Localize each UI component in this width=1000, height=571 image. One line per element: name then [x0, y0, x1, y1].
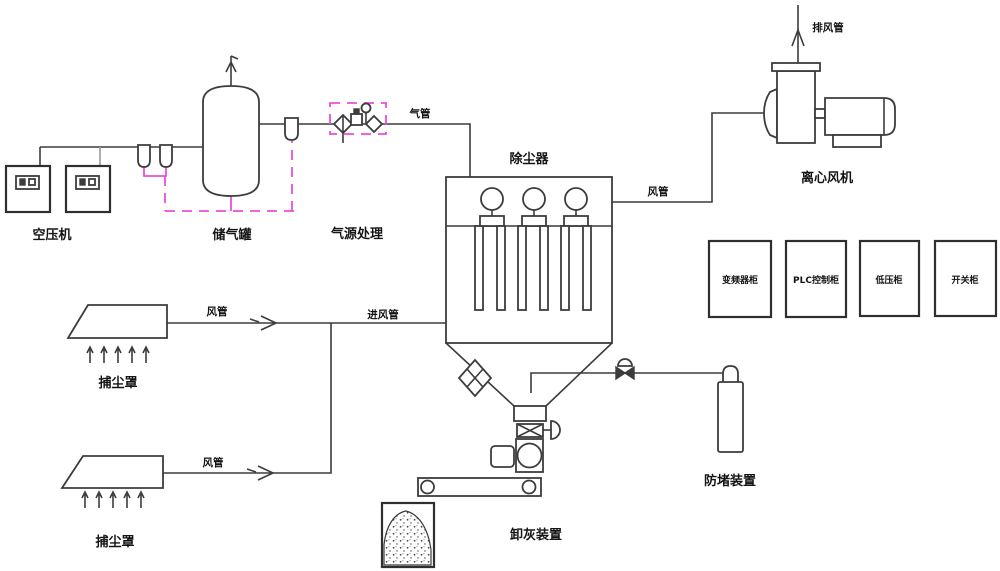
- hopper-outlet: [513, 405, 547, 422]
- filter-bag: [539, 225, 549, 311]
- valve-actuator-icon: [617, 358, 633, 367]
- air-treatment-label: 气源处理: [331, 226, 383, 242]
- filter-bag: [474, 225, 484, 311]
- hopper-discharge: [445, 342, 613, 473]
- cylinder-neck: [722, 365, 739, 382]
- cabinet-lv-label: 低压柜: [874, 274, 902, 286]
- dust-collector: 除尘器 风管: [445, 151, 669, 344]
- air-tank-label: 储气罐: [211, 227, 251, 243]
- drain-filter: [284, 117, 299, 141]
- motor-base: [832, 134, 882, 148]
- fan-outlet-flange: [771, 62, 821, 72]
- discharge-valve-cross: [516, 423, 544, 438]
- conveyor-body: [417, 477, 542, 497]
- feeder-motor-icon: [490, 445, 515, 468]
- valve-handle-icon: [550, 420, 561, 440]
- pulse-valve-stems: [491, 210, 577, 216]
- blow-header-2: [521, 215, 547, 227]
- hood-bottom-duct-label: 风管: [203, 456, 224, 469]
- frl-knob-icon: [353, 108, 360, 115]
- fan-duct-label: 风管: [648, 185, 669, 198]
- cabinet-vfd-label: 变频器柜: [722, 274, 758, 286]
- pipe-valve-icon: [615, 365, 635, 381]
- ash-pile: [383, 510, 432, 566]
- cabinet-switch-label: 开关柜: [951, 274, 978, 286]
- cabinet-lv: [858, 239, 921, 318]
- compressor-2-dial-icon: [88, 178, 96, 186]
- hood-top-duct-label: 风管: [207, 305, 228, 318]
- air-pipe-label: 气管: [409, 107, 431, 120]
- centrifugal-fan-label: 离心风机: [801, 170, 853, 186]
- fan-motor-icon: [824, 97, 896, 136]
- collector-to-fan-duct: [612, 112, 764, 203]
- pulse-valve-2-icon: [522, 187, 546, 211]
- filter-bag: [517, 225, 527, 311]
- cabinet-plc-label: PLC控制柜: [793, 274, 839, 286]
- air-tank: 储气罐: [202, 55, 260, 243]
- filter-bag: [582, 225, 592, 311]
- filter-2: [159, 144, 173, 168]
- suction-arrows-bottom: [81, 490, 145, 508]
- anti-block-pipe: [530, 372, 723, 393]
- electrical-cabinets: 变频器柜 PLC控制柜 低压柜 开关柜: [707, 239, 998, 319]
- cabinet-switch: [933, 239, 998, 318]
- air-compressor-label: 空压机: [32, 227, 71, 243]
- hood-bottom: [60, 455, 164, 489]
- compressor-2-button-icon: [79, 178, 86, 186]
- suction-arrows-top: [86, 345, 150, 363]
- blow-header-3: [563, 215, 589, 227]
- hood-top-label: 捕尘罩: [98, 375, 137, 391]
- flow-arrow-top-icon: [249, 315, 278, 331]
- pulse-valve-3-icon: [564, 187, 588, 211]
- fan-casing: [776, 70, 816, 144]
- compressor-1-dial-icon: [28, 178, 36, 186]
- inlet-duct-label: 进风管: [367, 308, 399, 321]
- dust-collector-label: 除尘器: [509, 151, 549, 167]
- fan-shaft: [814, 108, 826, 119]
- filter-bag: [496, 225, 506, 311]
- exhaust-duct-label: 排风管: [812, 21, 844, 34]
- air-compressor-unit: 空压机: [4, 164, 112, 243]
- drain-lines: [143, 102, 387, 212]
- hood-bottom-duct-line: [163, 323, 332, 474]
- rotary-feeder-rotor-icon: [516, 442, 543, 469]
- exhaust-arrow-icon: [791, 27, 805, 47]
- cabinet-vfd: [707, 239, 773, 319]
- pulse-valve-1-icon: [480, 187, 504, 211]
- gas-cylinder: [717, 381, 744, 453]
- ash-handling: 卸灰装置: [380, 477, 562, 569]
- flow-arrow-bottom-icon: [246, 465, 275, 481]
- ash-discharge-label: 卸灰装置: [510, 527, 562, 543]
- hood-bottom-group: 捕尘罩 风管: [60, 455, 224, 550]
- conveyor-roller-icon: [420, 479, 435, 495]
- filter-drain-u: [143, 167, 167, 177]
- cabinet-plc: [784, 239, 848, 319]
- hood-top-group: 捕尘罩 风管: [66, 304, 228, 391]
- pressure-gauge-icon: [360, 102, 372, 114]
- compressor-1-button-icon: [19, 178, 26, 186]
- filter-bag: [560, 225, 570, 311]
- tank-body: [202, 85, 260, 197]
- filter-1: [137, 144, 151, 168]
- piping-lines: [39, 5, 805, 481]
- blow-header-1: [479, 215, 505, 227]
- air-treatment-unit: 气源处理 气管: [331, 102, 431, 242]
- rotary-valve-cross: [466, 368, 484, 388]
- centrifugal-fan: 离心风机 排风管: [763, 21, 896, 186]
- supply-filters: [137, 144, 173, 168]
- air-treatment-boundary: [329, 102, 387, 135]
- anti-blocking-device: 防堵装置: [615, 358, 756, 489]
- hood-bottom-label: 捕尘罩: [95, 534, 134, 550]
- hood-top: [66, 304, 168, 339]
- conveyor-roller-icon: [521, 479, 537, 495]
- frl-regulator-icon: [350, 113, 363, 126]
- anti-blocking-label: 防堵装置: [704, 473, 756, 489]
- fan-inlet-cone: [763, 87, 778, 140]
- frl-lubricator-icon: [364, 114, 384, 134]
- safety-valve-icon: [225, 55, 239, 86]
